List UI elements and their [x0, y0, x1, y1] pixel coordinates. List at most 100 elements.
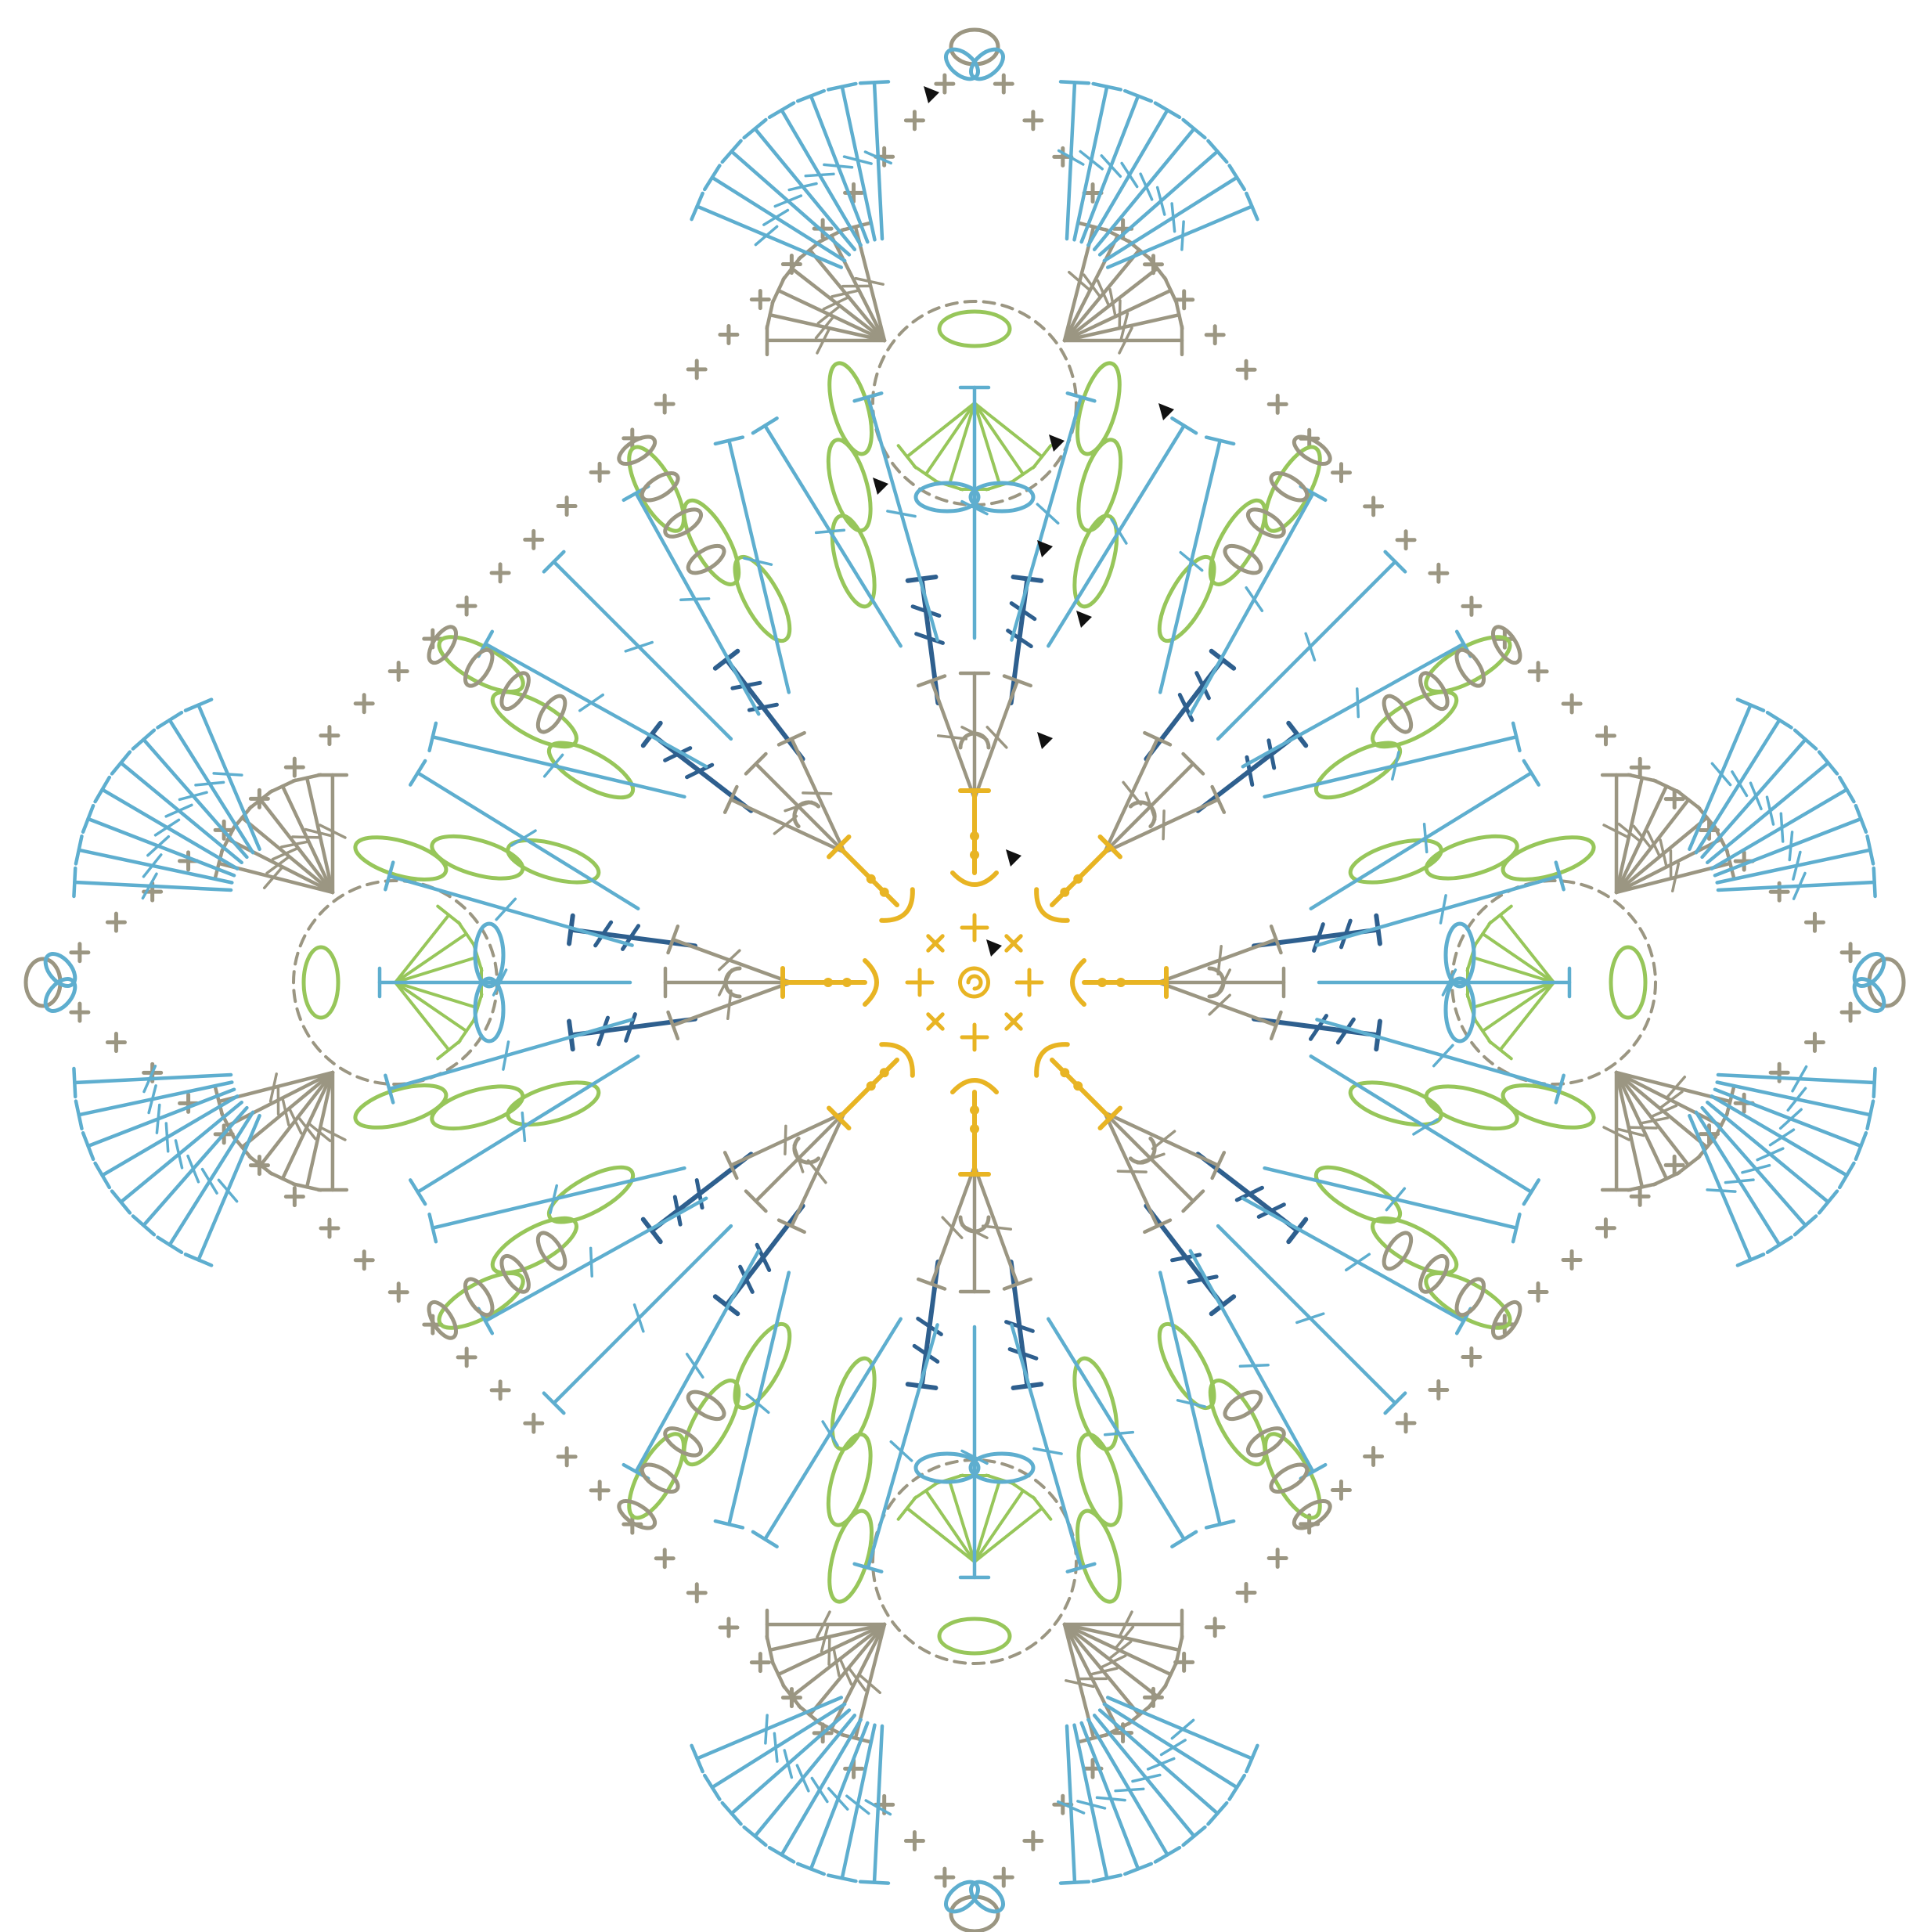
stitch-bar	[148, 837, 168, 856]
stitch-bar	[1240, 1365, 1268, 1367]
stitch-cap	[704, 165, 719, 189]
single-crochet-symbol	[1365, 498, 1382, 515]
stitch-cap	[95, 777, 110, 802]
stitch-bar	[1105, 1433, 1133, 1435]
stitch-cap	[157, 712, 181, 727]
taupe-chain-loop	[638, 1459, 683, 1497]
stitch-post	[554, 562, 731, 739]
hdc-dot	[970, 850, 979, 860]
stitch-bar	[1434, 1045, 1453, 1065]
single-crochet-symbol	[71, 944, 88, 961]
lime-loop	[304, 947, 338, 1018]
sky-long-stitch	[410, 761, 638, 909]
single-crochet-symbol	[1563, 695, 1580, 712]
stitch-cap	[1172, 418, 1196, 433]
lime-loop	[1200, 493, 1276, 592]
stitch-cap	[410, 1180, 425, 1204]
stitch-bar	[293, 837, 321, 838]
single-crochet-symbol	[458, 597, 475, 615]
stitch-bar	[829, 1789, 848, 1809]
stitch-post	[712, 1704, 845, 1787]
stitch-bar	[166, 1123, 168, 1152]
single-crochet-symbol	[1397, 532, 1414, 549]
stitch-bar	[218, 1180, 236, 1201]
outer-border-layer	[26, 30, 1904, 1931]
stitch-post	[1191, 493, 1313, 714]
sky-long-stitch	[1243, 1198, 1471, 1333]
single-crochet-symbol	[1025, 112, 1042, 129]
sky-long-stitch	[1243, 632, 1471, 766]
taupe-spoke-stitch	[746, 754, 845, 852]
stitch-bar	[1357, 689, 1359, 717]
lime-fan-stitch	[395, 943, 481, 982]
stitch-post	[1218, 1226, 1395, 1403]
single-crochet-symbol	[1529, 663, 1547, 680]
stitch-post	[931, 681, 975, 798]
single-crochet-symbol	[751, 1654, 769, 1671]
stitch-post	[975, 1508, 1042, 1562]
hdc-dot	[880, 888, 889, 897]
taupe-chain-loop	[1266, 468, 1311, 506]
stitch-cap	[1475, 1019, 1490, 1043]
navy-double-stitch	[1146, 1206, 1234, 1314]
stitch-bar	[774, 1733, 776, 1761]
taupe-chain-loop	[1220, 541, 1265, 579]
lime-loop	[1611, 947, 1645, 1018]
sky-treble-stitch	[860, 81, 891, 239]
stitch-bar	[824, 164, 852, 167]
stitch-cap	[270, 1173, 296, 1184]
single-crochet-symbol	[1430, 1382, 1447, 1399]
single-crochet-symbol	[492, 564, 509, 582]
stitch-post	[732, 151, 849, 254]
stitch-post	[1483, 982, 1554, 1031]
stitch-post	[143, 1108, 247, 1225]
sky-long-stitch	[753, 1319, 901, 1547]
single-crochet-symbol	[1000, 1007, 1029, 1036]
single-crochet-symbol	[591, 1482, 608, 1499]
sky-long-stitch	[960, 1327, 989, 1577]
stitch-post	[1067, 82, 1075, 239]
single-crochet-symbol	[936, 75, 953, 92]
single-crochet-symbol	[321, 1220, 338, 1237]
stitch-post	[874, 82, 882, 239]
taupe-spoke-stitch	[1104, 733, 1170, 852]
stitch-post	[1011, 1325, 1081, 1567]
stitch-bar	[1148, 1758, 1174, 1768]
single-crochet-symbol	[656, 395, 673, 413]
stitch-cap	[1011, 1483, 1035, 1498]
lime-fan-stitch	[935, 403, 975, 489]
stitch-bar	[797, 1765, 808, 1791]
slip-stitch-marker-icon	[1006, 849, 1021, 867]
stitch-post	[485, 643, 706, 766]
stitch-post	[1243, 643, 1464, 766]
single-crochet-symbol	[1463, 597, 1480, 615]
single-crochet-symbol	[1017, 970, 1042, 995]
single-crochet-symbol	[71, 1004, 88, 1021]
sky-long-stitch	[753, 418, 901, 646]
hdc-dot	[1073, 874, 1083, 884]
stitch-cap	[438, 1041, 459, 1058]
stitch-post	[1501, 915, 1554, 982]
stitch-cap	[899, 1498, 916, 1519]
single-crochet-symbol	[1397, 1415, 1414, 1432]
lime-loop	[1365, 682, 1464, 758]
stitch-post	[1104, 739, 1157, 852]
stitch-bar	[681, 599, 709, 600]
sky-long-stitch	[410, 1056, 638, 1204]
stitch-cap	[1184, 1827, 1205, 1845]
sky-long-stitch	[544, 1226, 731, 1413]
hdc-dot	[1060, 1068, 1069, 1077]
sky-long-stitch	[1048, 418, 1196, 646]
single-crochet-symbol	[656, 1550, 673, 1567]
stitch-post	[697, 207, 841, 268]
stitch-cap	[74, 1069, 75, 1097]
stitch-post	[395, 982, 477, 1008]
stitch-cap	[157, 1238, 181, 1253]
stitch-post	[395, 982, 467, 1031]
single-crochet-symbol	[995, 75, 1012, 92]
slip-stitch-marker-icon	[873, 478, 888, 495]
lime-loop	[542, 733, 640, 809]
hdc-dot	[970, 1124, 979, 1134]
stitch-cap	[1654, 780, 1680, 792]
